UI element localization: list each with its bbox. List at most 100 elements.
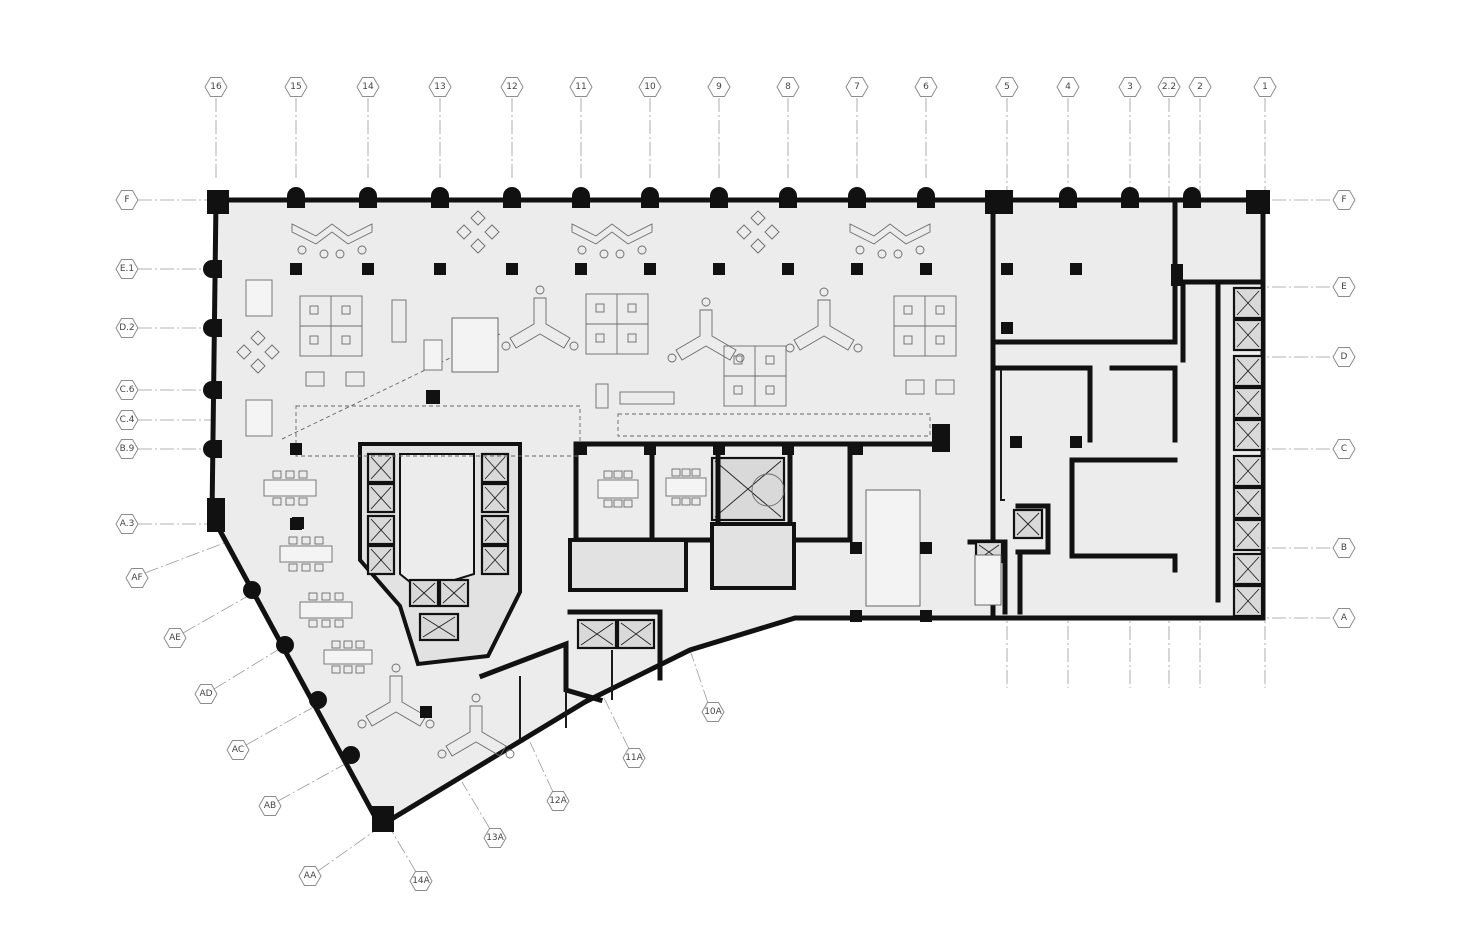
grid-angled-tag: AC xyxy=(226,740,250,760)
grid-row-tag: A.3 xyxy=(115,514,139,534)
restroom-bottom xyxy=(1069,457,1178,573)
grid-bubble xyxy=(707,77,731,97)
grid-label: 4 xyxy=(1065,82,1071,92)
grid-bubble xyxy=(163,628,187,648)
grid-bubble xyxy=(622,748,646,768)
elevator-car xyxy=(1232,386,1264,420)
grid-bubble xyxy=(204,77,228,97)
grid-label: 13 xyxy=(434,82,445,92)
facade-column xyxy=(203,319,222,337)
workstation-cluster xyxy=(437,693,515,759)
facade-column xyxy=(431,187,449,208)
grid-label: AD xyxy=(199,689,212,699)
interior-column xyxy=(362,263,374,275)
interior-column xyxy=(1001,263,1013,275)
interior-column xyxy=(851,263,863,275)
spiral-stair xyxy=(751,473,785,507)
grid-column-tag: 11 xyxy=(569,77,593,97)
grid-row-tag: D.2 xyxy=(115,318,139,338)
sofa xyxy=(245,399,273,437)
bench xyxy=(595,383,609,409)
grid-angled-tag: 10A xyxy=(701,702,725,722)
elevator-car xyxy=(1232,486,1264,520)
cafe-table xyxy=(305,371,325,387)
workstation-cluster xyxy=(849,223,931,259)
grid-bubble xyxy=(914,77,938,97)
grid-label: C xyxy=(1341,444,1347,454)
facade-column xyxy=(203,381,222,399)
grid-bubble xyxy=(115,439,139,459)
corner-column xyxy=(372,806,394,832)
bench xyxy=(391,299,407,343)
interior-column xyxy=(575,443,587,455)
grid-label: AB xyxy=(264,801,276,811)
facade-column xyxy=(309,691,327,709)
grid-column-tag: 2 xyxy=(1188,77,1212,97)
grid-label: 8 xyxy=(785,82,791,92)
facade-column xyxy=(1059,187,1077,208)
grid-bubble xyxy=(1332,347,1356,367)
workstation-pod xyxy=(893,295,957,357)
grid-label: 5 xyxy=(1004,82,1010,92)
grid-label: 1 xyxy=(1262,82,1268,92)
elevator-car xyxy=(366,514,396,546)
grid-row-tag: B.9 xyxy=(115,439,139,459)
west-core xyxy=(358,442,786,667)
grid-label: AE xyxy=(169,633,181,643)
grid-angled-tag: AF xyxy=(125,568,149,588)
grid-label: C.4 xyxy=(120,415,135,425)
grid-column-tag: 8 xyxy=(776,77,800,97)
east-office-wall xyxy=(990,279,1266,345)
facade-column xyxy=(503,187,521,208)
grid-bubble xyxy=(569,77,593,97)
interior-column xyxy=(1171,264,1183,286)
interior-column xyxy=(290,518,302,530)
grid-bubble xyxy=(776,77,800,97)
grid-bubble xyxy=(115,318,139,338)
facade-column xyxy=(203,440,222,458)
grid-label: D xyxy=(1341,352,1348,362)
elevator-car xyxy=(1232,584,1264,618)
grid-label: 12A xyxy=(549,796,567,806)
elevator-car xyxy=(438,578,470,608)
interior-column xyxy=(713,443,725,455)
east-shaft xyxy=(1015,503,1051,555)
soffits xyxy=(279,333,931,457)
grid-row-tag: C.4 xyxy=(115,410,139,430)
elevator-car xyxy=(1232,418,1264,452)
grid-bubble xyxy=(115,514,139,534)
grid-bubble xyxy=(701,702,725,722)
grid-column-tag: 3 xyxy=(1118,77,1142,97)
lounge-seating xyxy=(236,330,280,374)
elevator-car xyxy=(1012,508,1044,540)
interior-column xyxy=(850,610,862,622)
grid-column-tag: 15 xyxy=(284,77,308,97)
interior-column xyxy=(1070,436,1082,448)
grid-bubble xyxy=(428,77,452,97)
grid-bubble xyxy=(284,77,308,97)
grid-label: D.2 xyxy=(119,323,135,333)
corner-column xyxy=(985,190,1013,214)
grid-angled-tag: AB xyxy=(258,796,282,816)
facade-column xyxy=(917,187,935,208)
facade-column xyxy=(359,187,377,208)
conference-table xyxy=(299,592,353,628)
grid-label: AF xyxy=(131,573,142,583)
shaft-core xyxy=(710,522,796,590)
interior-column xyxy=(644,443,656,455)
facade-column xyxy=(203,260,222,278)
cafe-table xyxy=(935,379,955,395)
bench xyxy=(619,391,675,405)
workstation-pod xyxy=(299,295,363,357)
grid-column-tag: 5 xyxy=(995,77,1019,97)
grid-column-tag: 13 xyxy=(428,77,452,97)
grid-column-tag: 2.2 xyxy=(1157,77,1181,97)
grid-label: 9 xyxy=(716,82,722,92)
north-stair-column xyxy=(426,390,440,404)
grid-bubble xyxy=(995,77,1019,97)
grid-angled-line xyxy=(245,699,327,746)
corridor-soffit-east xyxy=(617,413,931,437)
east-stair xyxy=(974,554,1002,606)
grid-label: E xyxy=(1341,282,1347,292)
